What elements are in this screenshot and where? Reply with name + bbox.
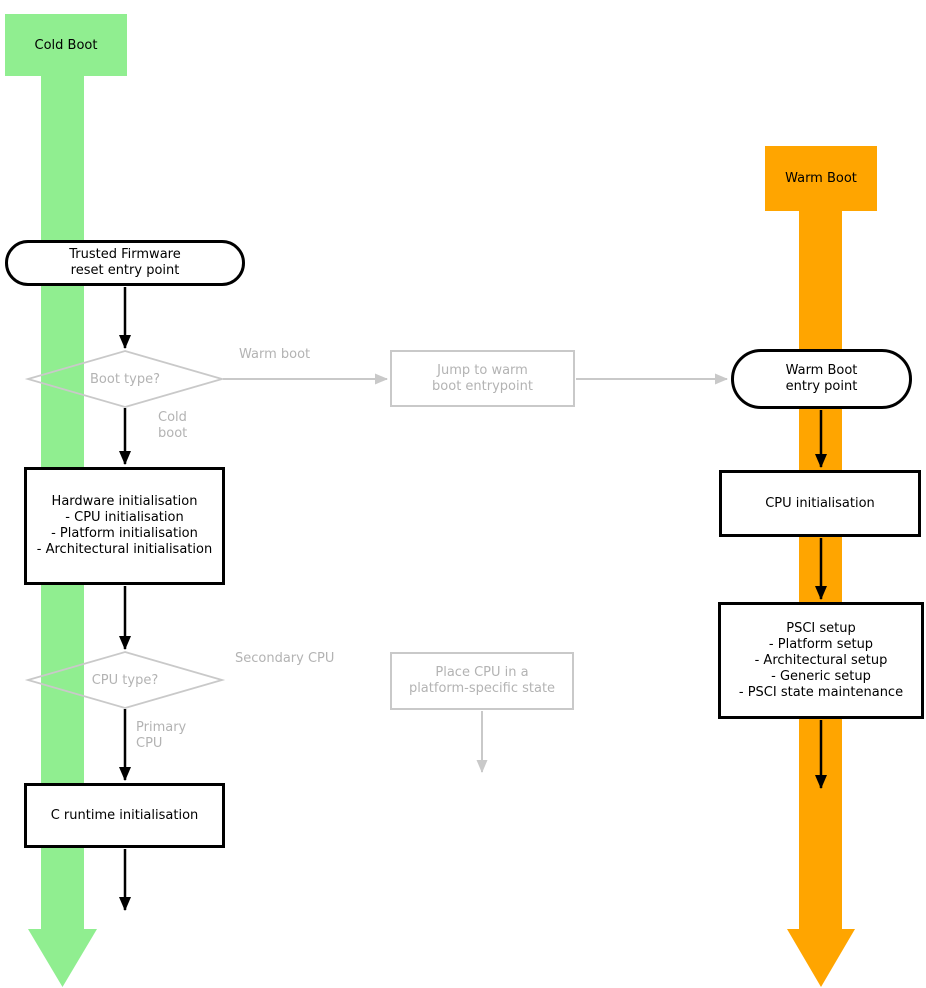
boot-type-decision-text: Boot type? bbox=[90, 371, 160, 387]
node-c-runtime-initialisation: C runtime initialisation bbox=[24, 783, 225, 848]
node-psci-setup-line2: - Platform setup bbox=[768, 636, 874, 652]
edge-label-cold-boot: Cold boot bbox=[158, 410, 188, 441]
edge-label-secondary-cpu: Secondary CPU bbox=[235, 651, 335, 666]
node-reset-entry-point: Trusted Firmware reset entry point bbox=[5, 240, 245, 286]
node-reset-entry-point-line2: reset entry point bbox=[70, 263, 180, 278]
node-c-runtime-text: C runtime initialisation bbox=[50, 807, 199, 823]
cpu-type-decision-text: CPU type? bbox=[91, 672, 159, 688]
node-reset-entry-point-line1: Trusted Firmware bbox=[69, 247, 181, 262]
node-warm-entry-line1: Warm Boot bbox=[785, 363, 858, 378]
node-psci-setup-line4: - Generic setup bbox=[771, 668, 871, 684]
boot-type-decision-diamond bbox=[24, 350, 226, 408]
node-cpu-init-text: CPU initialisation bbox=[765, 495, 875, 511]
node-cpu-initialisation: CPU initialisation bbox=[719, 470, 921, 537]
node-psci-setup-line5: - PSCI state maintenance bbox=[738, 684, 904, 700]
cpu-type-decision-label: CPU type? bbox=[28, 652, 222, 708]
edge-label-primary-cpu: Primary CPU bbox=[136, 720, 187, 751]
boot-type-decision-label: Boot type? bbox=[28, 351, 222, 407]
edge-label-warm-boot: Warm boot bbox=[239, 347, 311, 362]
cold-boot-lane-label-text: Cold Boot bbox=[34, 37, 98, 53]
node-warm-entry-line2: entry point bbox=[785, 379, 858, 394]
warm-boot-lane-label-text: Warm Boot bbox=[785, 171, 857, 186]
cold-boot-lane-label: Cold Boot bbox=[5, 14, 127, 76]
cpu-type-decision-diamond bbox=[24, 651, 226, 709]
node-jump-warm-line2: boot entrypoint bbox=[432, 378, 533, 394]
node-hardware-initialisation: Hardware initialisation - CPU initialisa… bbox=[24, 467, 225, 585]
node-place-cpu-platform-state: Place CPU in a platform-specific state bbox=[390, 652, 574, 710]
node-place-cpu-line1: Place CPU in a bbox=[435, 665, 529, 680]
node-jump-to-warm-entrypoint: Jump to warm boot entrypoint bbox=[390, 350, 575, 407]
node-hardware-init-line4: - Architectural initialisation bbox=[36, 542, 213, 557]
node-psci-setup-line3: - Architectural setup bbox=[754, 652, 888, 668]
node-warm-boot-entry-point: Warm Boot entry point bbox=[731, 349, 912, 409]
node-hardware-init-line2: - CPU initialisation bbox=[65, 510, 184, 525]
node-hardware-init-line1: Hardware initialisation bbox=[51, 494, 198, 509]
warm-boot-lane-label: Warm Boot bbox=[765, 146, 877, 211]
node-psci-setup: PSCI setup - Platform setup - Architectu… bbox=[718, 602, 924, 719]
node-hardware-init-line3: - Platform initialisation bbox=[51, 526, 198, 541]
node-jump-warm-line1: Jump to warm bbox=[437, 362, 528, 378]
node-psci-setup-line1: PSCI setup bbox=[786, 620, 856, 636]
node-place-cpu-line2: platform-specific state bbox=[408, 681, 556, 696]
